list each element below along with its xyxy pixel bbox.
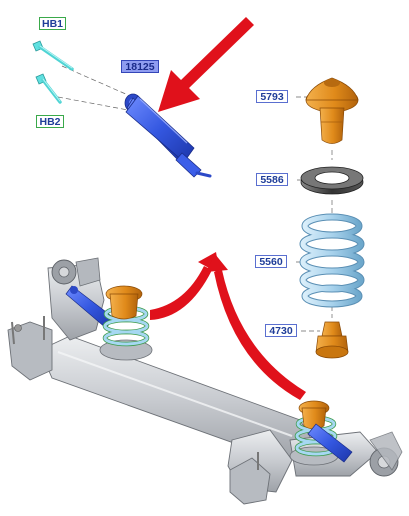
label-4730: 4730 [265, 324, 297, 337]
label-hb2: HB2 [36, 115, 64, 128]
installed-bump-stop-right [298, 400, 330, 430]
label-5586: 5586 [256, 173, 288, 186]
shock-absorber-18125 [124, 93, 212, 178]
pointer-arrow-icon [158, 17, 254, 112]
bump-stop-upper-5793 [305, 77, 359, 144]
label-18125: 18125 [121, 60, 159, 73]
label-5793: 5793 [256, 90, 288, 103]
bump-stop-lower-4730 [315, 321, 349, 359]
bolt-hb2 [35, 73, 62, 104]
curved-arrow-left-icon [150, 252, 220, 320]
bolt-hb1 [32, 40, 74, 71]
spring-isolator-5586 [300, 166, 364, 195]
label-hb1: HB1 [39, 17, 66, 30]
coil-spring-5560 [299, 213, 365, 308]
label-5560: 5560 [255, 255, 287, 268]
installed-shock-right [307, 423, 353, 463]
rear-axle-assembly [7, 257, 403, 505]
curved-arrow-right-icon [206, 254, 306, 400]
installed-bump-stop-left [105, 285, 143, 320]
